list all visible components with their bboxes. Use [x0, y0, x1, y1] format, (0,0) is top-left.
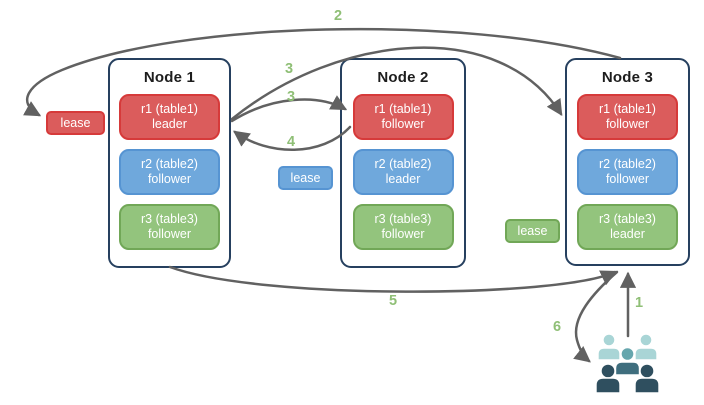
replica-range: r3 (table3): [374, 211, 432, 226]
replica-range: r3 (table3): [599, 211, 656, 226]
replica-role: follower: [147, 172, 192, 186]
replica-role: leader: [152, 117, 187, 131]
node-3: Node 3 r1 (table1) follower r2 (table2) …: [565, 58, 690, 266]
step-label-6: 6: [553, 319, 562, 335]
replica-role: follower: [605, 117, 650, 131]
node-1-replica-r1: r1 (table1) leader: [119, 94, 220, 140]
node-2-replica-r2: r2 (table2) leader: [352, 149, 454, 195]
step-label-3-raft-node2: 3: [287, 89, 296, 105]
step-label-4: 4: [287, 134, 296, 150]
replica-role: follower: [381, 227, 425, 241]
node-3-replica-r1: r1 (table1) follower: [577, 94, 678, 140]
replica-range: r2 (table2): [374, 156, 432, 171]
replica-role: leader: [385, 172, 421, 186]
lease-badge-r2: lease: [278, 166, 333, 190]
step-label-5: 5: [389, 293, 398, 309]
lease-badge-r1: lease: [46, 111, 105, 135]
replica-range: r2 (table2): [141, 156, 198, 171]
replica-role: follower: [381, 117, 425, 131]
replica-range: r1 (table1): [599, 101, 656, 116]
step-label-3-raft-node3: 3: [285, 61, 294, 77]
node-3-replica-r3: r3 (table3) leader: [577, 204, 678, 250]
node-1-title: Node 1: [143, 69, 196, 86]
node-1-replica-r3: r3 (table3) follower: [119, 204, 220, 250]
node-1: Node 1 r1 (table1) leader r2 (table2) fo…: [108, 58, 231, 268]
node-3-replica-r2: r2 (table2) follower: [577, 149, 678, 195]
step-label-2: 2: [334, 8, 343, 24]
replica-role: follower: [147, 227, 192, 241]
node-1-replica-r2: r2 (table2) follower: [119, 149, 220, 195]
step-label-1: 1: [635, 295, 644, 311]
node-2-replica-r1: r1 (table1) follower: [352, 94, 454, 140]
node-2-title: Node 2: [377, 69, 429, 86]
node-2: Node 2 r1 (table1) follower r2 (table2) …: [340, 58, 466, 268]
node-2-replica-r3: r3 (table3) follower: [352, 204, 454, 250]
node-3-title: Node 3: [601, 69, 654, 86]
replica-range: r3 (table3): [141, 211, 198, 226]
replica-range: r1 (table1): [374, 101, 432, 116]
replica-role: leader: [610, 227, 645, 241]
replica-range: r1 (table1): [141, 101, 198, 116]
replica-range: r2 (table2): [599, 156, 656, 171]
replica-role: follower: [605, 172, 650, 186]
users-group-icon: [595, 333, 660, 394]
arrow-step-5-node1-to-node3: [168, 265, 618, 293]
lease-badge-r3: lease: [505, 219, 560, 243]
